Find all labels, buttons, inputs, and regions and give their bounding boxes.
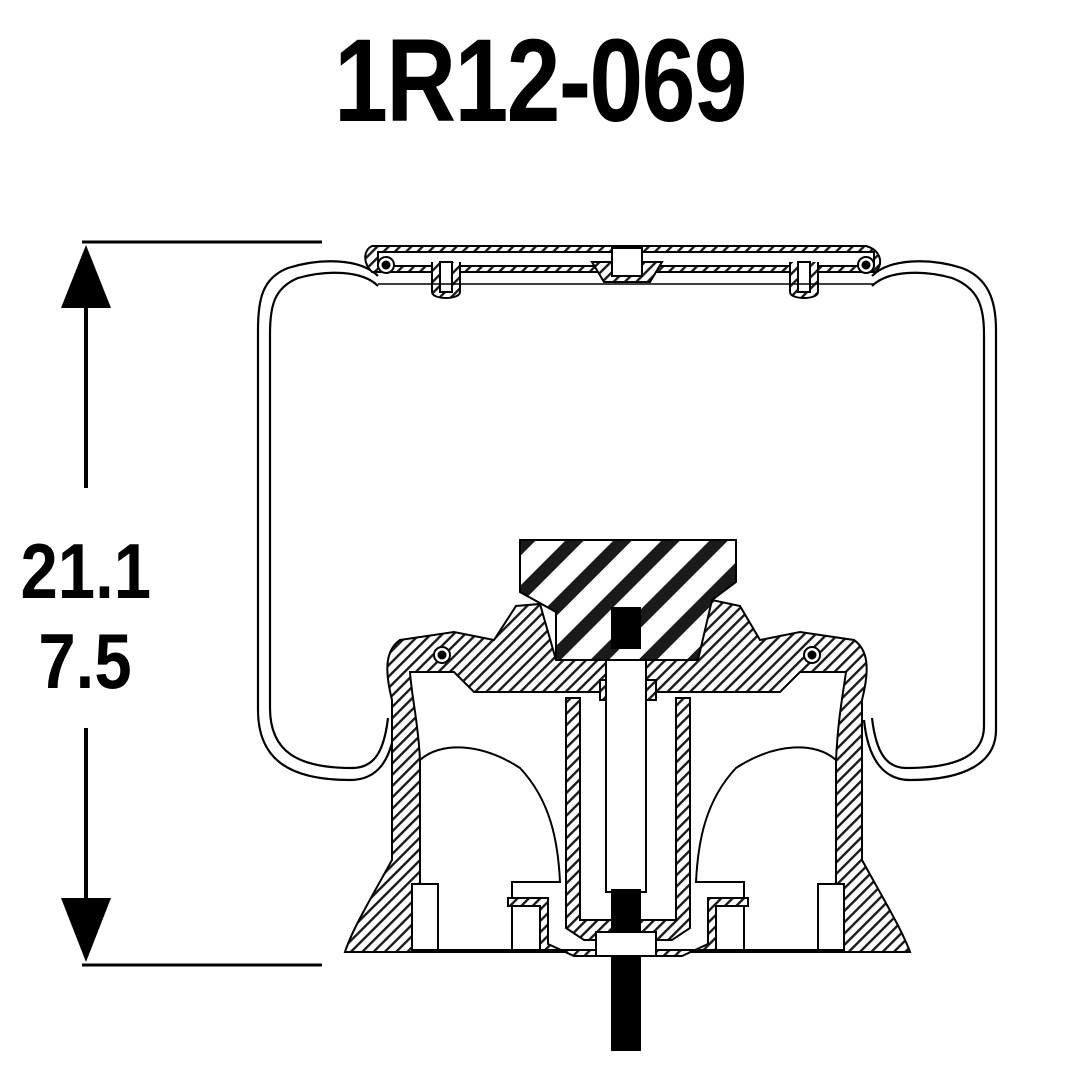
top-bead-plate [364,245,882,299]
max-height-value: 21.1 [20,527,152,615]
bumper-bolt-head [611,607,641,649]
center-mounting-stud [595,659,657,1051]
arrow-up-icon [61,245,111,308]
arrow-down-icon [61,898,111,962]
rubber-bellows [256,260,998,782]
part-number-title: 1R12-069 [334,15,748,147]
internal-bumper [519,539,737,661]
min-height-value: 7.5 [38,617,132,705]
height-dimension [61,240,322,967]
